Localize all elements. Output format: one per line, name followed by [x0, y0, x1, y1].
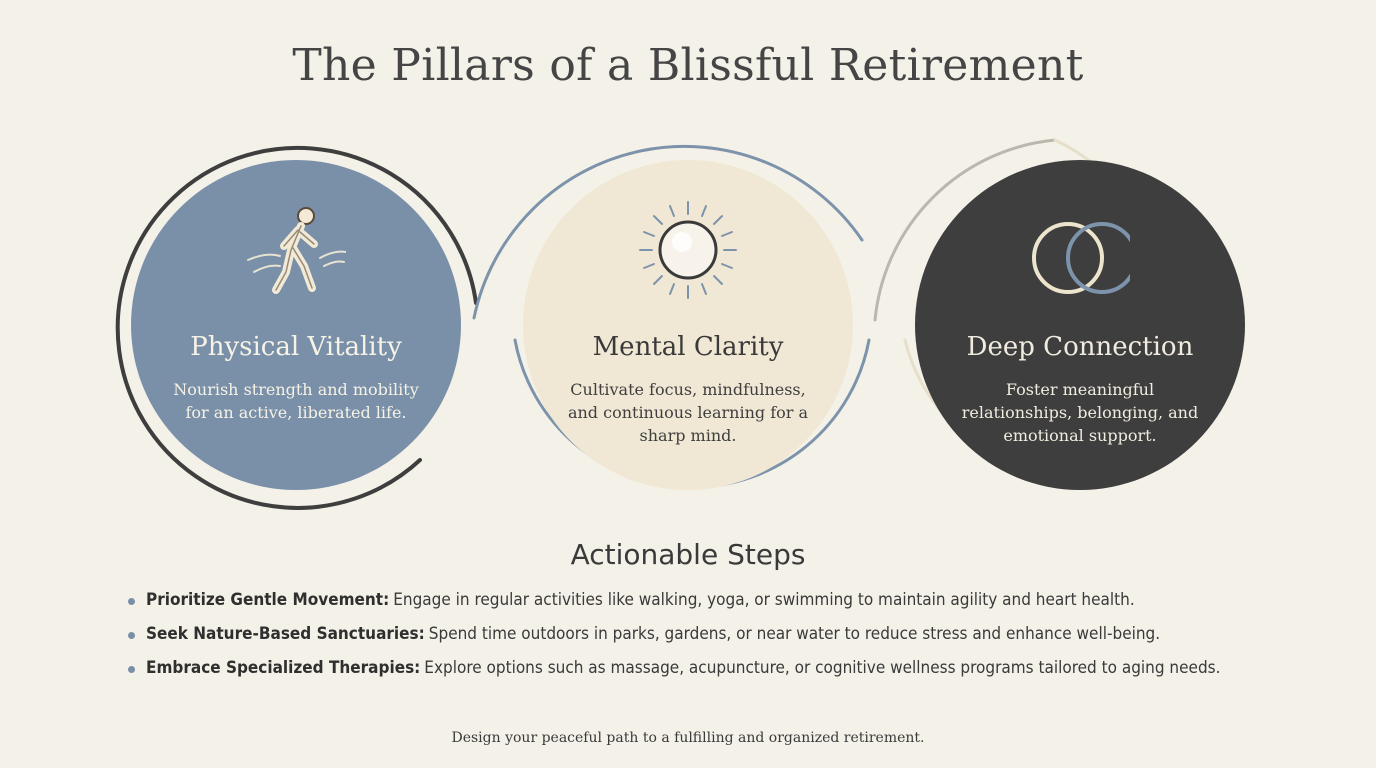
- pillar-deep-connection: Deep Connection Foster meaningful relati…: [915, 160, 1245, 490]
- arc-around-physical: [115, 145, 478, 510]
- list-item: Prioritize Gentle Movement:Engage in reg…: [128, 590, 1328, 624]
- arc-around-connection: [873, 138, 1057, 322]
- bullet-icon: [128, 666, 135, 673]
- page-title: The Pillars of a Blissful Retirement: [292, 40, 1084, 91]
- walking-person-icon: [247, 207, 346, 294]
- steps-heading: Actionable Steps: [570, 538, 806, 571]
- steps-list: Prioritize Gentle Movement:Engage in reg…: [128, 590, 1328, 692]
- step-title: Seek Nature-Based Sanctuaries:: [146, 624, 425, 644]
- step-text: Engage in regular activities like walkin…: [393, 590, 1135, 610]
- pillar-name: Mental Clarity: [592, 332, 784, 362]
- step-text: Spend time outdoors in parks, gardens, o…: [428, 624, 1161, 644]
- step-title: Prioritize Gentle Movement:: [146, 590, 390, 610]
- pillar-name: Deep Connection: [966, 332, 1194, 362]
- list-item: Embrace Specialized Therapies:Explore op…: [128, 658, 1328, 692]
- sun-icon: [639, 201, 737, 299]
- pillar-description: Nourish strength and mobility for an act…: [173, 380, 419, 422]
- pillar-name: Physical Vitality: [190, 332, 402, 362]
- step-text: Explore options such as massage, acupunc…: [424, 658, 1221, 678]
- pillar-description: Foster meaningful relationships, belongi…: [961, 380, 1199, 445]
- footer-tagline: Design your peaceful path to a fulfillin…: [451, 730, 925, 746]
- interlocking-rings-icon: [1032, 222, 1130, 294]
- pillar-description: Cultivate focus, mindfulness, and contin…: [567, 380, 809, 445]
- pillar-physical-vitality: Physical Vitality Nourish strength and m…: [131, 160, 461, 490]
- arc-around-mental: [472, 144, 864, 320]
- bullet-icon: [128, 598, 135, 605]
- pillar-mental-clarity: Mental Clarity Cultivate focus, mindfuln…: [523, 160, 853, 490]
- step-title: Embrace Specialized Therapies:: [146, 658, 421, 678]
- bullet-icon: [128, 632, 135, 639]
- list-item: Seek Nature-Based Sanctuaries:Spend time…: [128, 624, 1328, 658]
